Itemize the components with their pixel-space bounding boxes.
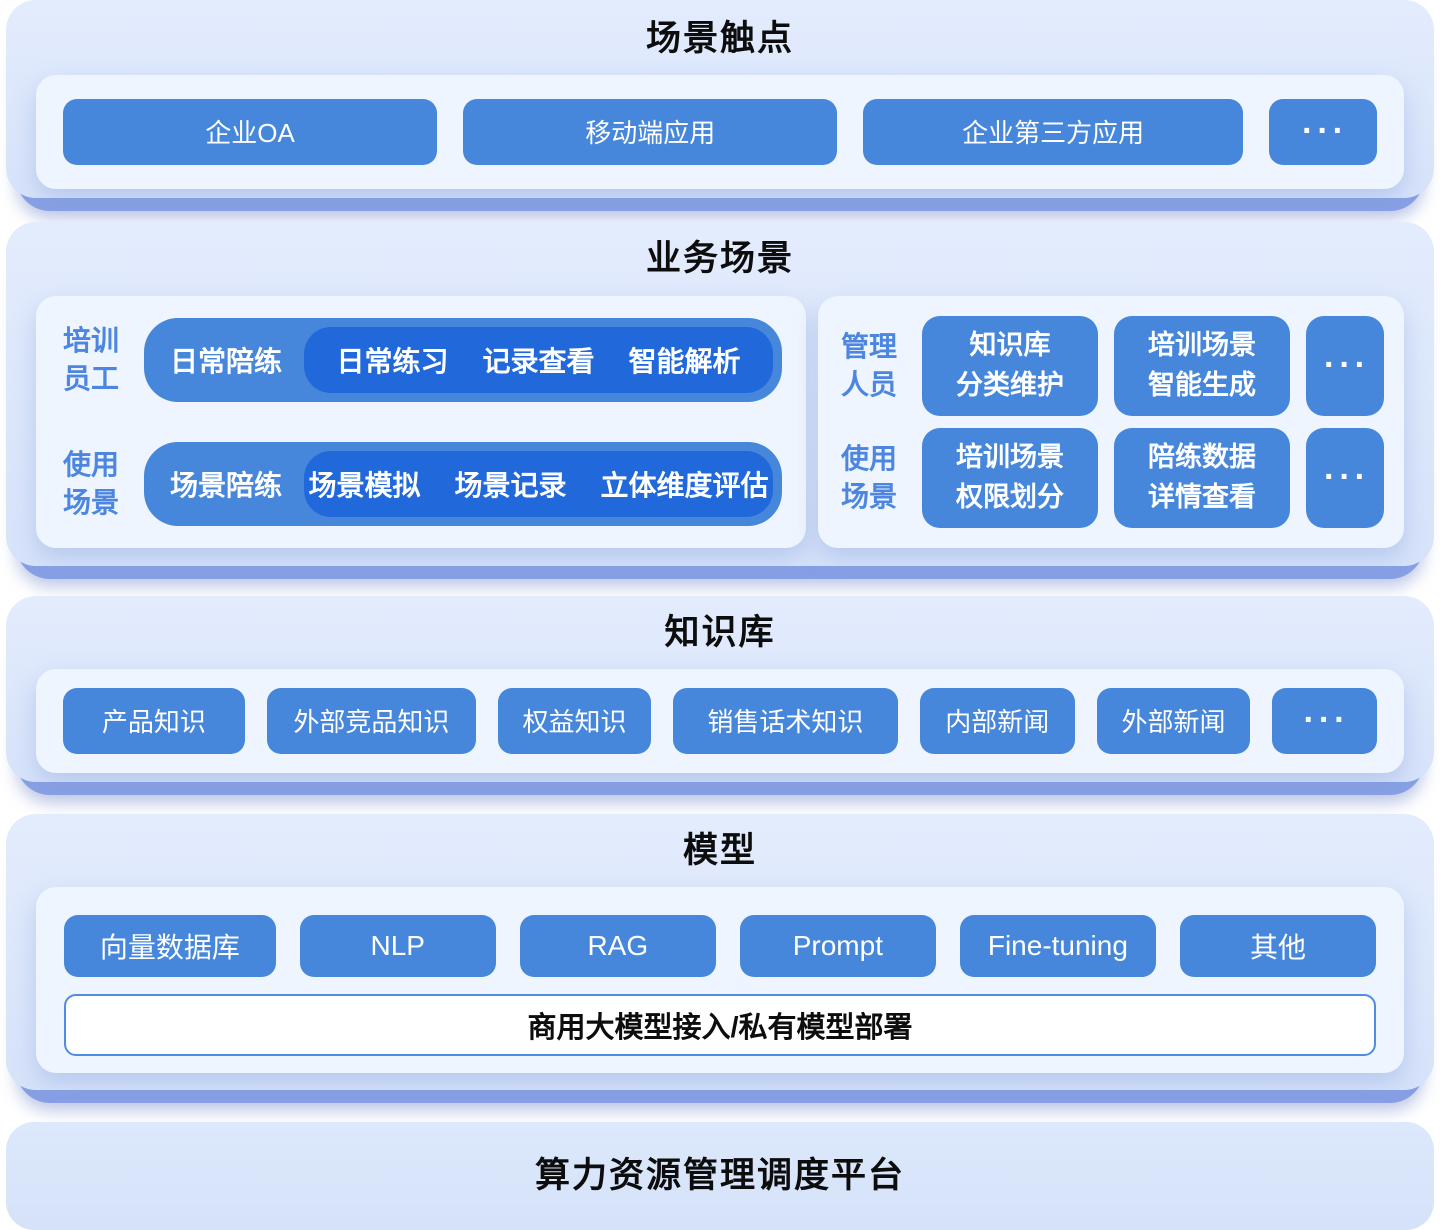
pill-steps: 日常练习 记录查看 智能解析 bbox=[304, 326, 774, 393]
pill-scene-sparring: 场景陪练 场景模拟 场景记录 立体维度评估 bbox=[144, 441, 783, 526]
kb-external-news: 外部新闻 bbox=[1096, 687, 1251, 754]
touchpoint-more-ellipsis: ··· bbox=[1268, 98, 1377, 165]
card-sparring-data-detail: 陪练数据 详情查看 bbox=[1114, 427, 1290, 528]
flow-row-daily-training: 培训 员工 日常陪练 日常练习 记录查看 智能解析 bbox=[54, 317, 783, 402]
touchpoint-third-party-app: 企业第三方应用 bbox=[863, 98, 1243, 165]
card-scene-permission: 培训场景 权限划分 bbox=[922, 427, 1099, 528]
model-rag: RAG bbox=[519, 914, 716, 977]
trainee-scenes-panel: 培训 员工 日常陪练 日常练习 记录查看 智能解析 使用 场景 场景陪练 bbox=[36, 295, 807, 548]
layer-knowledge-base: 知识库 产品知识 外部竞品知识 权益知识 销售话术知识 内部新闻 外部新闻 ··… bbox=[6, 596, 1434, 795]
layer-title-knowledge: 知识库 bbox=[664, 613, 776, 652]
pill-daily-sparring: 日常陪练 日常练习 记录查看 智能解析 bbox=[144, 317, 783, 402]
model-prompt: Prompt bbox=[739, 914, 936, 977]
card-kb-category-maintenance: 知识库 分类维护 bbox=[922, 315, 1099, 416]
flow-step: 智能解析 bbox=[628, 345, 741, 377]
label-usage-scene: 使用 场景 bbox=[62, 448, 119, 518]
layer-title-touchpoints: 场景触点 bbox=[645, 19, 794, 58]
kb-internal-news: 内部新闻 bbox=[919, 687, 1075, 754]
kb-benefit-knowledge: 权益知识 bbox=[498, 687, 652, 754]
kb-product-knowledge: 产品知识 bbox=[63, 687, 245, 754]
kb-competitor-knowledge: 外部竞品知识 bbox=[266, 687, 476, 754]
model-other: 其他 bbox=[1179, 914, 1376, 977]
layer-models: 模型 向量数据库 NLP RAG Prompt Fine-tuning 其他 商… bbox=[6, 814, 1434, 1103]
label-trainee-staff: 培训 员工 bbox=[62, 324, 119, 394]
model-panel: 向量数据库 NLP RAG Prompt Fine-tuning 其他 商用大模… bbox=[36, 886, 1404, 1073]
layer-business-scenes: 业务场景 培训 员工 日常陪练 日常练习 记录查看 智能解析 使用 场景 bbox=[6, 222, 1434, 579]
label-manager: 管理 人员 bbox=[841, 330, 898, 400]
layer-computing-platform: 算力资源管理调度平台 bbox=[6, 1122, 1434, 1230]
kb-more-ellipsis: ··· bbox=[1272, 687, 1378, 754]
business-panels: 培训 员工 日常陪练 日常练习 记录查看 智能解析 使用 场景 场景陪练 bbox=[36, 295, 1404, 548]
flow-step: 日常练习 bbox=[336, 345, 449, 377]
manager-usage-row: 使用 场景 培训场景 权限划分 陪练数据 详情查看 ··· bbox=[832, 427, 1384, 528]
flow-step: 记录查看 bbox=[482, 345, 595, 377]
model-buttons-row: 向量数据库 NLP RAG Prompt Fine-tuning 其他 bbox=[64, 914, 1376, 977]
layer-title-platform: 算力资源管理调度平台 bbox=[534, 1156, 905, 1196]
card-scene-auto-generation: 培训场景 智能生成 bbox=[1114, 315, 1290, 416]
layer-scene-touchpoints: 场景触点 企业OA 移动端应用 企业第三方应用 ··· bbox=[6, 0, 1434, 211]
manager-scenes-panel: 管理 人员 知识库 分类维护 培训场景 智能生成 ··· 使用 场景 培训场景 … bbox=[818, 295, 1404, 548]
model-access-bar: 商用大模型接入/私有模型部署 bbox=[64, 993, 1376, 1056]
pill-steps: 场景模拟 场景记录 立体维度评估 bbox=[304, 450, 774, 517]
flow-row-scene-training: 使用 场景 场景陪练 场景模拟 场景记录 立体维度评估 bbox=[54, 441, 783, 526]
model-vector-db: 向量数据库 bbox=[64, 914, 276, 977]
model-nlp: NLP bbox=[299, 914, 496, 977]
knowledge-panel: 产品知识 外部竞品知识 权益知识 销售话术知识 内部新闻 外部新闻 ··· bbox=[36, 668, 1404, 773]
manager-more-ellipsis: ··· bbox=[1306, 315, 1384, 416]
flow-step: 场景记录 bbox=[454, 469, 567, 501]
flow-step: 立体维度评估 bbox=[600, 469, 769, 501]
touchpoints-panel: 企业OA 移动端应用 企业第三方应用 ··· bbox=[36, 74, 1404, 189]
layer-title-business: 业务场景 bbox=[645, 239, 794, 278]
layer-title-model: 模型 bbox=[682, 831, 757, 870]
pill-label: 日常陪练 bbox=[170, 345, 283, 377]
touchpoint-mobile-app: 移动端应用 bbox=[463, 98, 838, 165]
kb-sales-script-knowledge: 销售话术知识 bbox=[673, 687, 898, 754]
model-fine-tuning: Fine-tuning bbox=[959, 914, 1156, 977]
pill-label: 场景陪练 bbox=[170, 469, 283, 501]
touchpoint-enterprise-oa: 企业OA bbox=[63, 98, 438, 165]
manager-more-ellipsis: ··· bbox=[1306, 427, 1384, 528]
flow-step: 场景模拟 bbox=[308, 469, 421, 501]
label-usage-scene: 使用 场景 bbox=[841, 442, 898, 512]
manager-row: 管理 人员 知识库 分类维护 培训场景 智能生成 ··· bbox=[832, 315, 1384, 416]
